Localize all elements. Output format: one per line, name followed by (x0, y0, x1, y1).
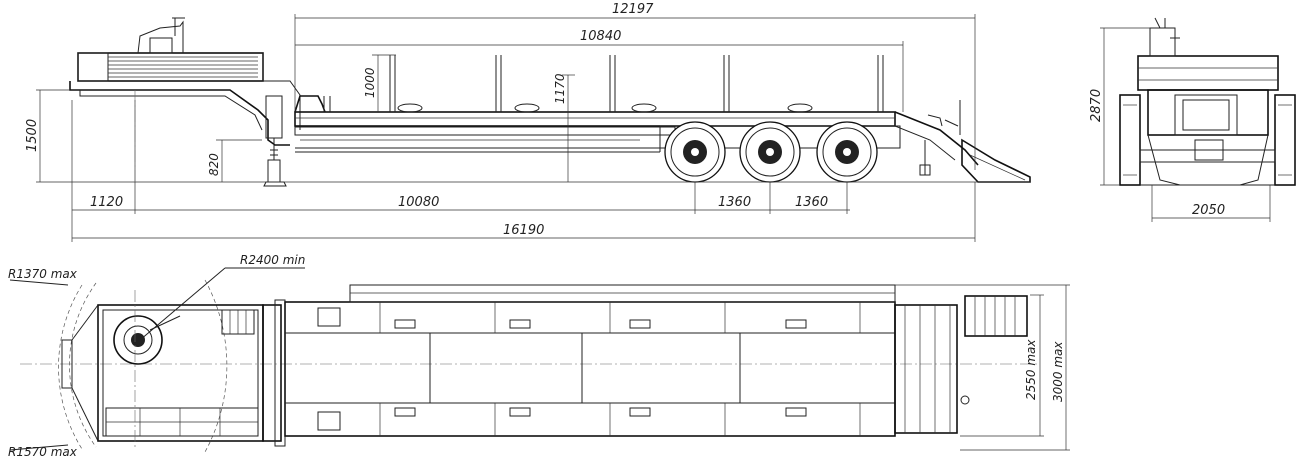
dim-overall-height: 2870 (1089, 89, 1104, 122)
top-view: R1370 max R2400 min R1570 max 2550 max 3… (8, 253, 1070, 459)
dim-overall-top: 12197 (612, 2, 654, 17)
dim-coupling-height: 1500 (25, 119, 40, 152)
dim-overall-length: 16190 (503, 223, 544, 238)
dim-front-radius: R1370 max (8, 267, 78, 281)
dim-front-overhang: 1120 (90, 195, 123, 210)
dim-width-with-extensions: 3000 max (1051, 341, 1065, 402)
dim-platform-length: 10840 (580, 29, 621, 44)
dim-axle-spacing-1: 1360 (718, 195, 751, 210)
rear-ramp (894, 100, 1031, 183)
dim-kingpin-to-axle: 10080 (398, 195, 439, 210)
stakes (323, 55, 884, 113)
dim-width: 2550 max (1024, 339, 1038, 400)
side-dimension-lines (36, 14, 1030, 242)
dim-deck-height: 820 (207, 153, 221, 176)
dim-track-width: 2050 (1192, 203, 1225, 218)
dim-platform-height: 1170 (553, 73, 567, 104)
side-view: 12197 10840 1000 1170 1500 820 1120 1008… (25, 2, 1031, 242)
dim-axle-spacing-2: 1360 (795, 195, 828, 210)
wheels (660, 121, 901, 183)
dim-stake-height: 1000 (363, 67, 377, 98)
gooseneck (69, 17, 301, 187)
dim-swing-radius: R1570 max (8, 445, 78, 459)
dim-turning-radius: R2400 min (240, 253, 305, 267)
rear-view: 2870 2050 (1089, 17, 1296, 222)
